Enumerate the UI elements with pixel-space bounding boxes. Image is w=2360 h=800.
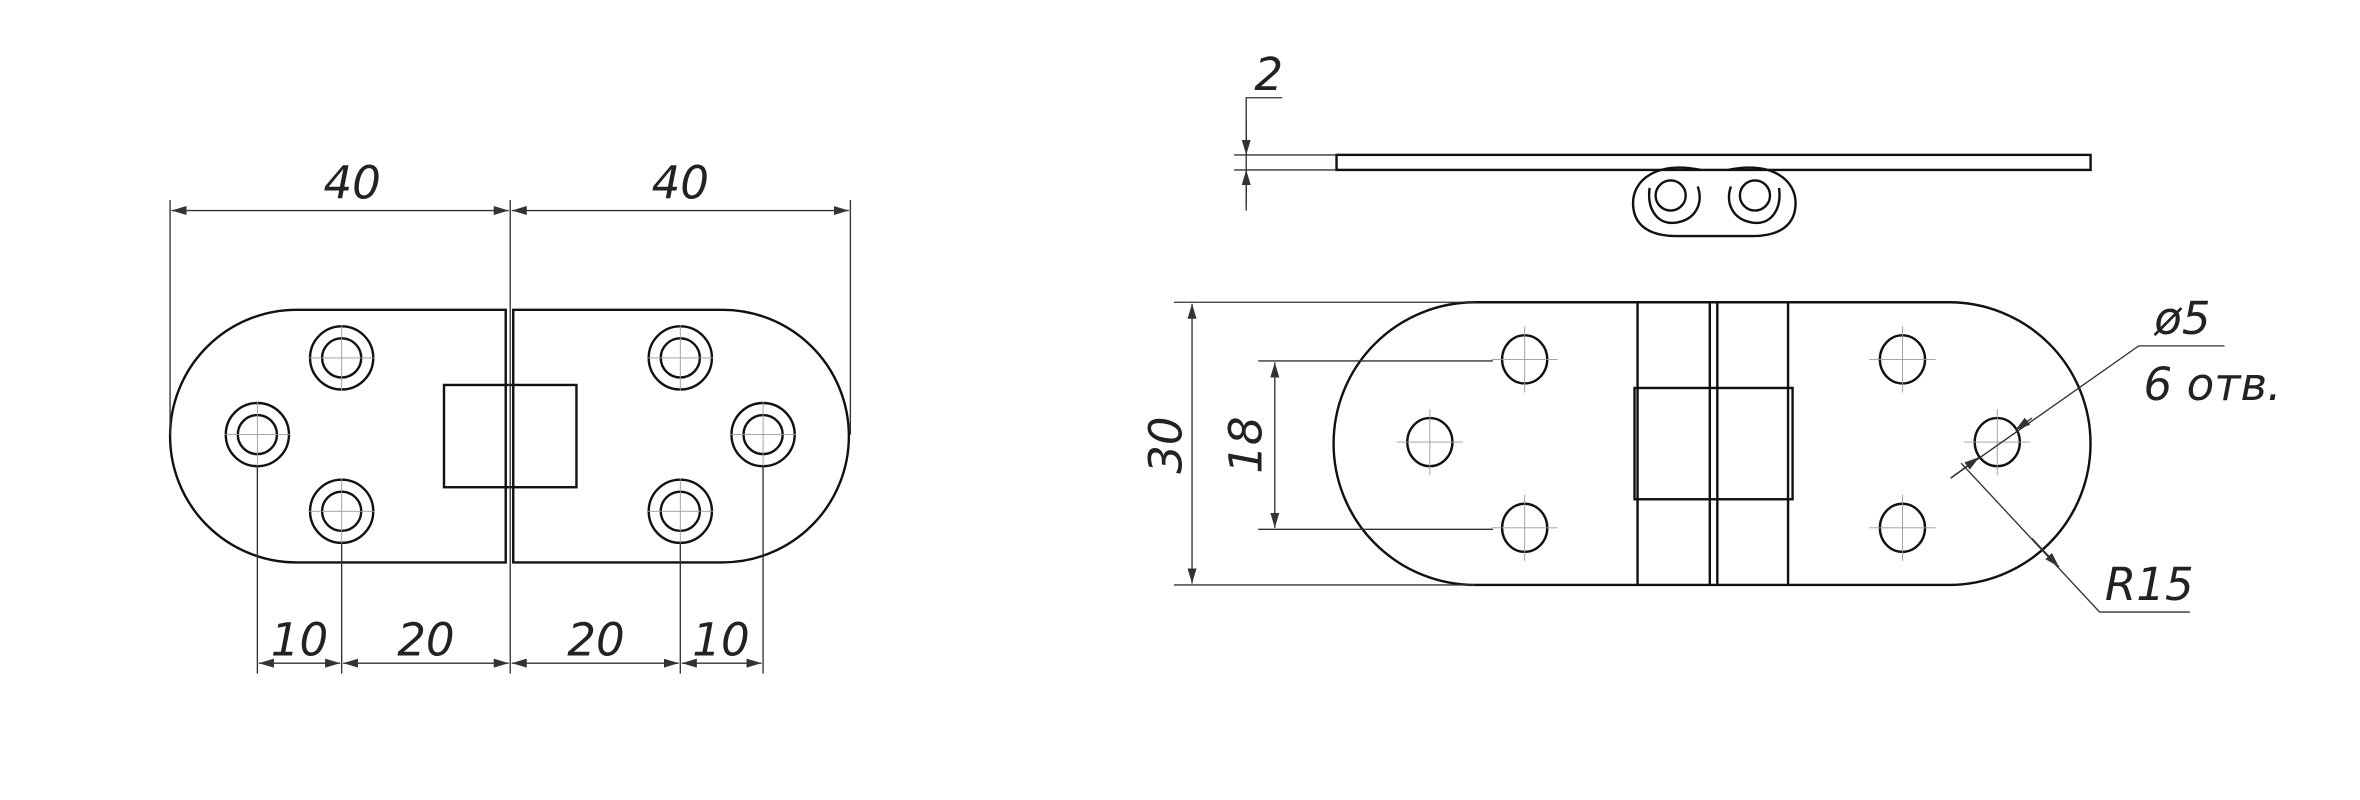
hole-diameter: ø5 xyxy=(2153,292,2210,345)
dim-right-width: 40 xyxy=(652,157,709,210)
dim-left-width: 40 xyxy=(323,157,380,210)
side-view: 2 xyxy=(1234,48,2092,238)
dim-height: 30 xyxy=(1139,416,1192,473)
top-view: 40 40 10 20 20 10 xyxy=(168,157,852,674)
curl-left xyxy=(1631,166,1797,238)
dim-thickness: 2 xyxy=(1254,48,1283,101)
height-dimensions: 30 18 xyxy=(1139,301,1494,586)
right-leaf-outline xyxy=(512,308,850,564)
top-dimensions: 40 40 xyxy=(169,157,852,674)
dim-bottom-3: 20 xyxy=(567,614,624,667)
radius-label: R15 xyxy=(2105,558,2194,611)
bottom-dimensions: 10 20 20 10 xyxy=(256,466,764,674)
countersunk-holes xyxy=(224,324,797,545)
plate-side xyxy=(1335,153,2092,172)
dim-bottom-2: 20 xyxy=(397,614,454,667)
radius-callout: R15 xyxy=(1960,462,2194,613)
thickness-dimension: 2 xyxy=(1234,48,1337,211)
dim-hole-spacing: 18 xyxy=(1219,416,1272,473)
front-outline xyxy=(1332,301,2092,587)
hole-count: 6 отв. xyxy=(2144,358,2282,411)
dim-bottom-4: 10 xyxy=(692,614,749,667)
mounting-holes xyxy=(1396,326,2031,561)
hole-callout: ø5 6 отв. xyxy=(1950,292,2282,479)
knuckle-front xyxy=(1633,386,1794,501)
front-view: 30 18 ø5 6 отв. R15 xyxy=(1139,292,2282,613)
left-leaf-outline xyxy=(168,308,507,564)
dim-bottom-1: 10 xyxy=(271,614,328,667)
